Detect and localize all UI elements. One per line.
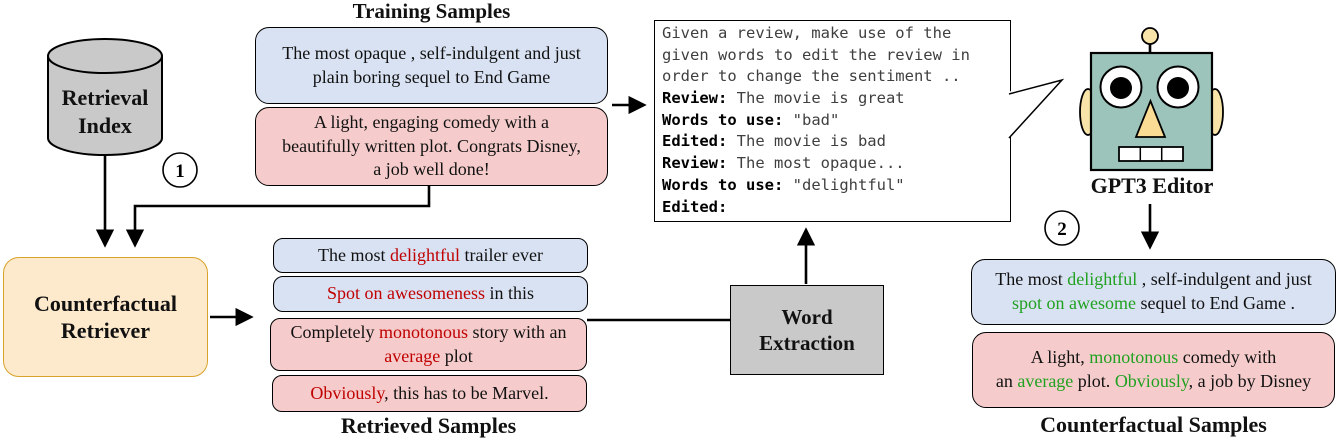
training-samples-title: Training Samples [352,0,511,23]
word-extraction-node: Word Extraction [730,285,884,375]
svg-text:2: 2 [1057,219,1067,240]
robot-mouth [1118,146,1184,162]
retrieved-sample-2: Spot on awesomeness in this [273,276,588,312]
robot-right-ear [1206,88,1224,136]
robot-right-eye [1156,65,1200,109]
speech-bubble-tail [1007,78,1065,140]
robot-left-eye [1099,65,1143,109]
counterfactual-samples-title: Counterfactual Samples [1040,412,1267,437]
retrieved-sample-4: Obviously, this has to be Marvel. [272,375,587,412]
arrow-training-to-retriever [125,186,431,248]
robot-left-ear [1079,88,1097,136]
robot-nose [1134,98,1167,138]
retrieved-sample-1: The most delightful trailer ever [273,238,588,273]
training-sample-negative: The most opaque , self-indulgent and jus… [255,27,608,104]
robot-antenna-ball [1141,27,1159,45]
step-2-badge: 2 [1044,210,1080,246]
gpt3-editor-label: GPT3 Editor [1090,173,1214,198]
counterfactual-retriever-node: Counterfactual Retriever [3,257,208,377]
robot-head [1089,51,1214,172]
svg-text:1: 1 [175,161,185,182]
retrieval-index-label: Retrieval Index [61,85,149,138]
robot-icon [1079,27,1224,172]
step-1-badge: 1 [162,152,198,188]
retrieved-samples-title: Retrieved Samples [340,413,517,438]
counterfactual-sample-negative: The most delightful , self-indulgent and… [971,259,1336,325]
